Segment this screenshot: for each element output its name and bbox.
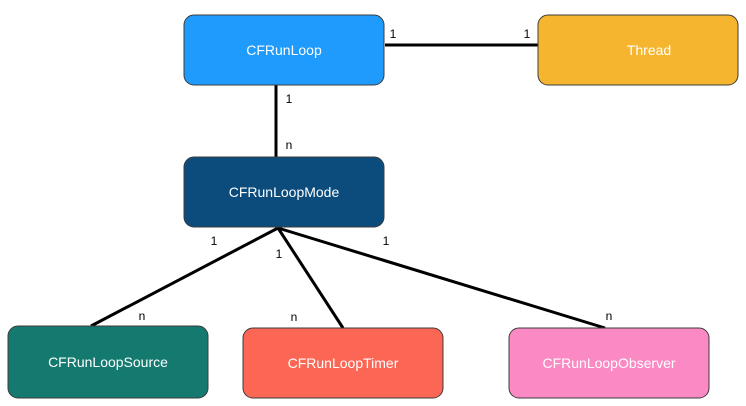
edge-mode-timer bbox=[276, 227, 345, 329]
node-cfrunloop-box bbox=[183, 14, 385, 86]
node-cfrunloopmode-box bbox=[183, 156, 385, 228]
node-cfrunloopsource[interactable]: CFRunLoopSource bbox=[7, 325, 209, 399]
node-cfrunloopsource-box bbox=[7, 325, 209, 399]
mult-mode-observer-to: n bbox=[606, 309, 613, 323]
mult-runloop-mode-from: 1 bbox=[286, 92, 293, 106]
node-cfrunloopmode[interactable]: CFRunLoopMode bbox=[183, 156, 385, 228]
node-cfrunloopmode-label: CFRunLoopMode bbox=[229, 184, 340, 200]
node-cfrunloopsource-label: CFRunLoopSource bbox=[48, 354, 168, 370]
mult-mode-timer-from: 1 bbox=[276, 247, 283, 261]
edge-mode-source bbox=[90, 226, 279, 328]
mult-mode-observer-from: 1 bbox=[383, 234, 390, 248]
node-cfrunlooptimer-label: CFRunLoopTimer bbox=[288, 355, 399, 371]
node-thread-box bbox=[537, 14, 739, 86]
node-thread-label: Thread bbox=[627, 42, 671, 58]
node-cfrunloopobserver-label: CFRunLoopObserver bbox=[542, 355, 675, 371]
mult-mode-source-from: 1 bbox=[211, 234, 218, 248]
mult-mode-timer-to: n bbox=[291, 310, 298, 324]
node-cfrunlooptimer-box bbox=[242, 327, 444, 399]
edge-mode-observer bbox=[277, 226, 606, 330]
mult-runloop-mode-to: n bbox=[286, 138, 293, 152]
node-cfrunloop[interactable]: CFRunLoop bbox=[183, 14, 385, 86]
node-cfrunloopobserver[interactable]: CFRunLoopObserver bbox=[508, 327, 710, 399]
node-cfrunloop-label: CFRunLoop bbox=[246, 42, 322, 58]
mult-mode-source-to: n bbox=[139, 309, 146, 323]
mult-runloop-thread-from: 1 bbox=[390, 27, 397, 41]
node-thread[interactable]: Thread bbox=[537, 14, 739, 86]
node-cfrunlooptimer[interactable]: CFRunLoopTimer bbox=[242, 327, 444, 399]
mult-runloop-thread-to: 1 bbox=[524, 27, 531, 41]
node-cfrunloopobserver-box bbox=[508, 327, 710, 399]
